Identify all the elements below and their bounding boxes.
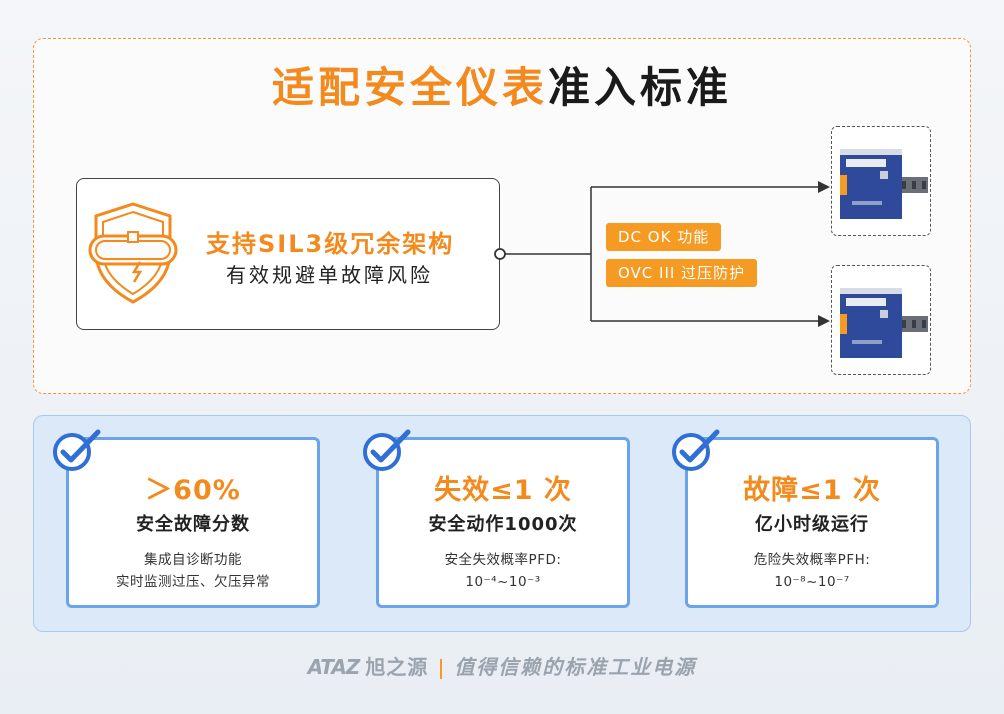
check-badge-icon (53, 429, 101, 471)
stat-label: 安全动作1000次 (428, 514, 578, 535)
stat-label: 安全故障分数 (136, 514, 250, 535)
stat-desc-line2: 10⁻⁴~10⁻³ (465, 574, 541, 590)
stat-desc: 安全失效概率PFD: 10⁻⁴~10⁻³ (379, 549, 627, 593)
page-title: 适配安全仪表准入标准 (0, 60, 1004, 116)
brand-name: 旭之源 (365, 655, 429, 679)
device-frame-2 (831, 265, 931, 375)
stat-desc: 集成自诊断功能 实时监测过压、欠压异常 (69, 549, 317, 593)
title-rest: 准入标准 (548, 63, 733, 112)
tag-ovc: OVC III 过压防护 (606, 259, 758, 287)
brand-logo: ATAZ (307, 655, 361, 679)
stat-value: ＞60% (145, 475, 241, 506)
feature-title: 支持SIL3级冗余架构 (206, 230, 455, 258)
stat-desc: 危险失效概率PFH: 10⁻⁸~10⁻⁷ (688, 549, 936, 593)
stat-desc-line2: 实时监测过压、欠压异常 (116, 574, 270, 590)
din-rail-power-supply-icon (840, 149, 928, 219)
shield-redundancy-icon (88, 202, 178, 304)
stat-card-pfd: 失效≤1 次 安全动作1000次 安全失效概率PFD: 10⁻⁴~10⁻³ (376, 437, 630, 608)
stat-value: 故障≤1 次 (743, 475, 881, 506)
tag-dc-ok: DC OK 功能 (606, 223, 722, 251)
stat-value: 失效≤1 次 (434, 475, 572, 506)
stat-desc-line1: 安全失效概率PFD: (444, 552, 562, 568)
brand-slogan: 值得信赖的标准工业电源 (454, 655, 697, 679)
stat-desc-line1: 集成自诊断功能 (144, 552, 242, 568)
stat-card-pfh: 故障≤1 次 亿小时级运行 危险失效概率PFH: 10⁻⁸~10⁻⁷ (685, 437, 939, 608)
device-frame-1 (831, 126, 931, 236)
stat-card-sff: ＞60% 安全故障分数 集成自诊断功能 实时监测过压、欠压异常 (66, 437, 320, 608)
check-badge-icon (672, 429, 720, 471)
stat-desc-line2: 10⁻⁸~10⁻⁷ (774, 574, 850, 590)
stat-label: 亿小时级运行 (755, 514, 869, 535)
footer-divider (440, 658, 443, 679)
din-rail-power-supply-icon (840, 288, 928, 358)
stat-desc-line1: 危险失效概率PFH: (753, 552, 871, 568)
title-highlight: 适配安全仪表 (271, 63, 548, 112)
connector-lines (494, 181, 830, 327)
feature-subtitle: 有效规避单故障风险 (226, 263, 433, 287)
check-badge-icon (363, 429, 411, 471)
